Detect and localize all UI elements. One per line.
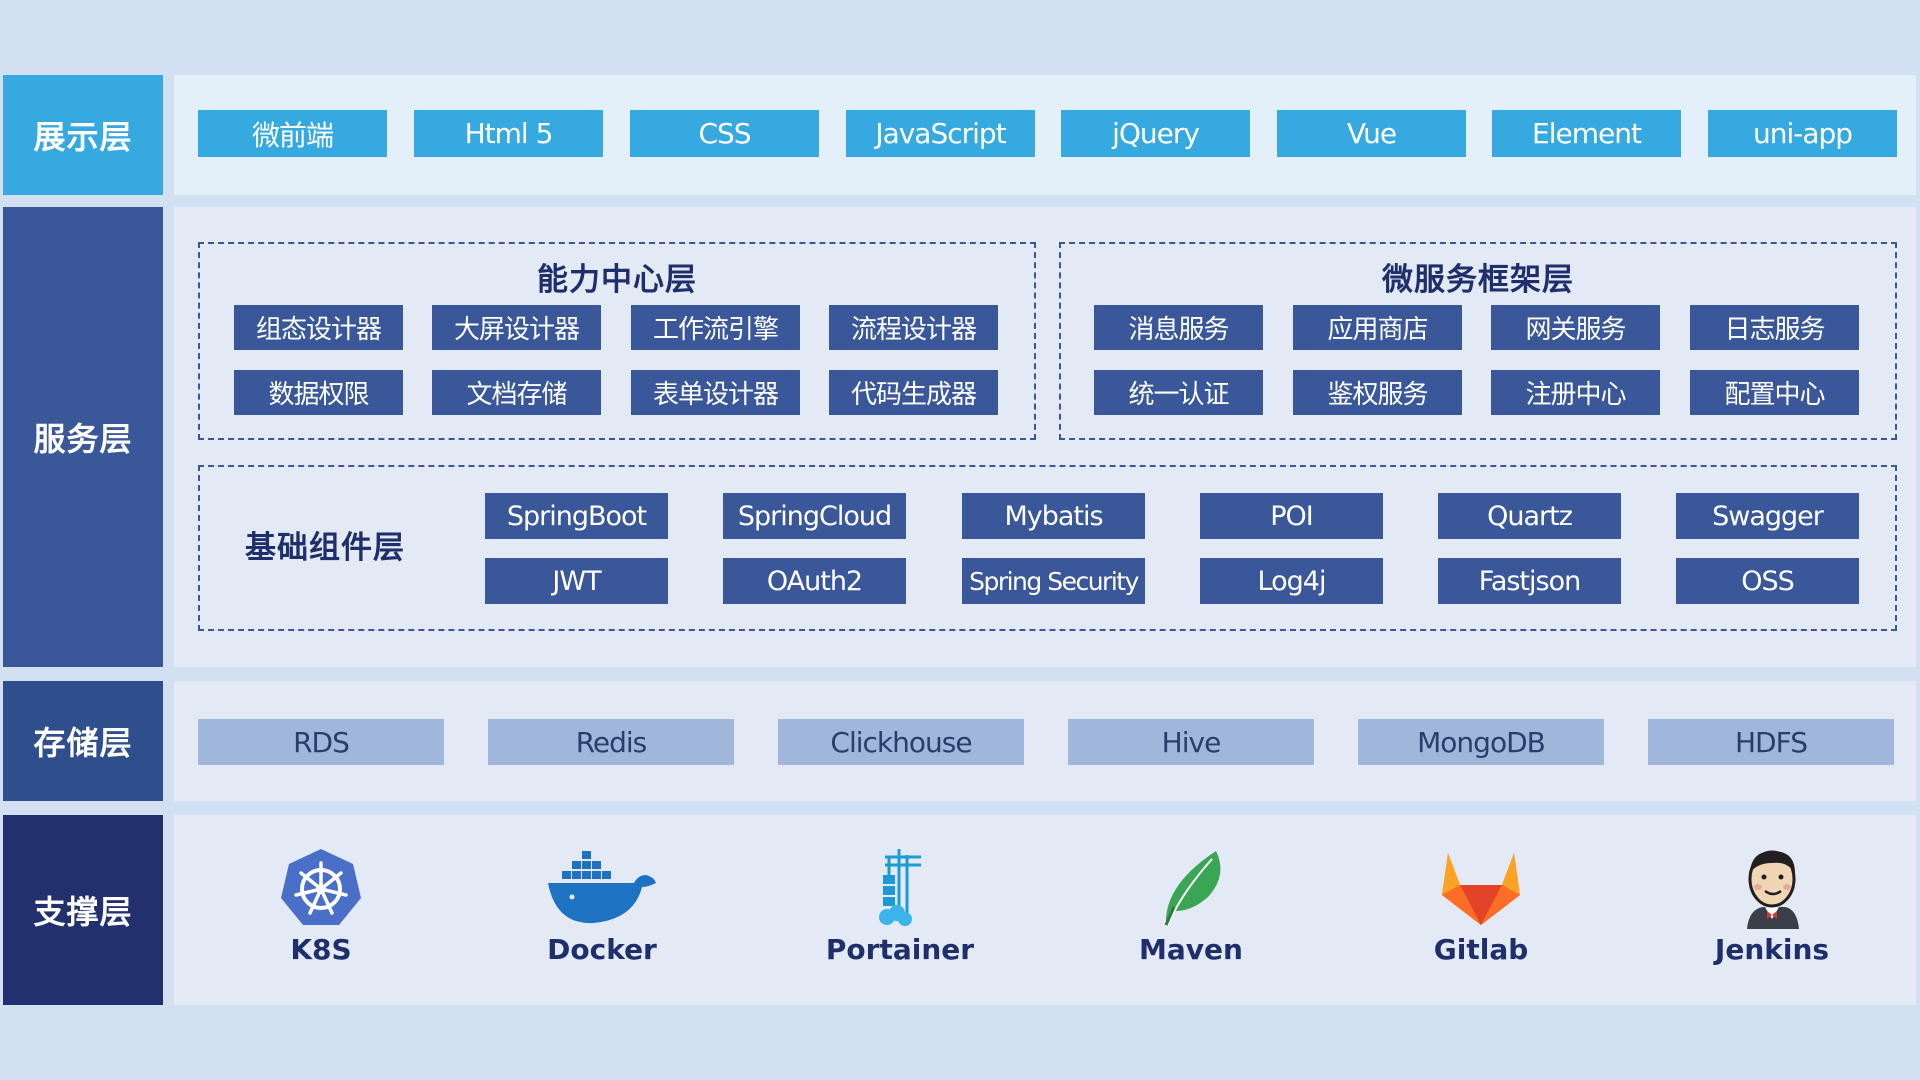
maven-icon <box>1164 851 1221 926</box>
capability-item: 工作流引擎 <box>631 305 800 350</box>
portainer-icon <box>879 849 921 926</box>
tool-label: Maven <box>1139 933 1243 966</box>
kubernetes-icon <box>281 849 361 925</box>
presentation-layer-label: 展示层 <box>3 75 163 195</box>
storage-item: Clickhouse <box>778 719 1024 765</box>
microservice-framework-title: 微服务框架层 <box>1382 262 1574 298</box>
presentation-item: Vue <box>1277 110 1466 157</box>
gitlab-icon <box>1442 853 1520 925</box>
presentation-item: Element <box>1492 110 1681 157</box>
base-component-item: Mybatis <box>962 493 1145 539</box>
storage-item: Redis <box>488 719 734 765</box>
storage-item: RDS <box>198 719 444 765</box>
base-component-item: OAuth2 <box>723 558 906 604</box>
docker-icon <box>548 851 656 924</box>
presentation-item: 微前端 <box>198 110 387 157</box>
microservice-item: 配置中心 <box>1690 370 1859 415</box>
service-layer-label: 服务层 <box>3 207 163 667</box>
capability-item: 表单设计器 <box>631 370 800 415</box>
base-component-title: 基础组件层 <box>245 530 405 566</box>
base-component-item: OSS <box>1676 558 1859 604</box>
support-layer-band <box>174 815 1916 1005</box>
tool-portainer: Portainer <box>805 845 995 975</box>
tool-jenkins: Jenkins <box>1677 845 1867 975</box>
storage-item: HDFS <box>1648 719 1894 765</box>
tool-maven: Maven <box>1096 845 1286 975</box>
storage-layer-label: 存储层 <box>3 681 163 801</box>
tool-gitlab: Gitlab <box>1386 845 1576 975</box>
tool-label: Docker <box>547 933 657 966</box>
base-component-item: SpringCloud <box>723 493 906 539</box>
storage-item: MongoDB <box>1358 719 1604 765</box>
tool-label: Portainer <box>825 933 975 966</box>
presentation-item: Html 5 <box>414 110 603 157</box>
microservice-item: 鉴权服务 <box>1293 370 1462 415</box>
base-component-item: Swagger <box>1676 493 1859 539</box>
microservice-item: 消息服务 <box>1094 305 1263 350</box>
base-component-item: POI <box>1200 493 1383 539</box>
presentation-item: JavaScript <box>846 110 1035 157</box>
capability-item: 大屏设计器 <box>432 305 601 350</box>
capability-item: 流程设计器 <box>829 305 998 350</box>
base-component-item: Spring Security <box>962 558 1145 604</box>
tool-label: Jenkins <box>1714 933 1830 966</box>
jenkins-icon <box>1747 850 1799 929</box>
tool-label: Gitlab <box>1433 933 1529 966</box>
capability-item: 代码生成器 <box>829 370 998 415</box>
storage-item: Hive <box>1068 719 1314 765</box>
presentation-item: jQuery <box>1061 110 1250 157</box>
capability-center-group <box>198 242 1036 440</box>
presentation-item: CSS <box>630 110 819 157</box>
presentation-item: uni-app <box>1708 110 1897 157</box>
capability-item: 数据权限 <box>234 370 403 415</box>
tool-label: K8S <box>290 933 352 966</box>
base-component-group <box>198 465 1897 631</box>
base-component-item: JWT <box>485 558 668 604</box>
base-component-item: SpringBoot <box>485 493 668 539</box>
microservice-item: 应用商店 <box>1293 305 1462 350</box>
microservice-framework-group <box>1059 242 1897 440</box>
tool-docker: Docker <box>507 845 697 975</box>
capability-item: 组态设计器 <box>234 305 403 350</box>
capability-item: 文档存储 <box>432 370 601 415</box>
microservice-item: 统一认证 <box>1094 370 1263 415</box>
microservice-item: 网关服务 <box>1491 305 1660 350</box>
microservice-item: 日志服务 <box>1690 305 1859 350</box>
microservice-item: 注册中心 <box>1491 370 1660 415</box>
base-component-item: Log4j <box>1200 558 1383 604</box>
tool-k8s: K8S <box>226 845 416 975</box>
base-component-item: Quartz <box>1438 493 1621 539</box>
capability-center-title: 能力中心层 <box>537 262 697 298</box>
base-component-item: Fastjson <box>1438 558 1621 604</box>
storage-layer-band <box>174 681 1916 801</box>
support-layer-label: 支撑层 <box>3 815 163 1005</box>
